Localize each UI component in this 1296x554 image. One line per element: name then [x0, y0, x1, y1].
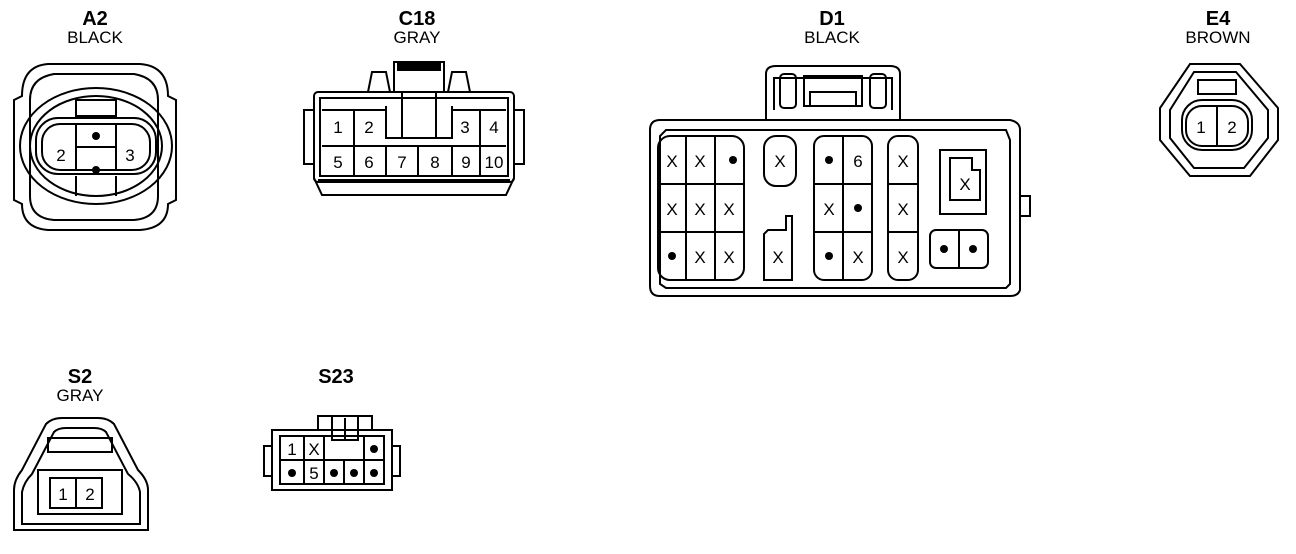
unused-mark: X	[897, 248, 908, 267]
pin-label: 3	[125, 146, 134, 165]
pin-dot	[350, 469, 358, 477]
pin-label: 6	[853, 152, 862, 171]
pin-dot	[288, 469, 296, 477]
pin-label: 1	[58, 485, 67, 504]
pin-label: 9	[461, 153, 470, 172]
connector-e4: 1 2	[1159, 63, 1279, 177]
pin-dot	[92, 132, 100, 140]
unused-mark: X	[897, 152, 908, 171]
pin-label: 3	[460, 118, 469, 137]
pin-label: 2	[56, 146, 65, 165]
pin-label: 7	[397, 153, 406, 172]
pin-label: 8	[430, 153, 439, 172]
unused-mark: X	[823, 200, 834, 219]
pin-dot	[825, 252, 833, 260]
pin-label: 1	[1196, 118, 1205, 137]
connector-d1: X X X X X X X X X X X X X X X 6	[649, 65, 1031, 297]
unused-mark: X	[852, 248, 863, 267]
pin-dot	[370, 445, 378, 453]
pin-label: 1	[287, 440, 296, 459]
unused-mark: X	[694, 200, 705, 219]
connector-color: GRAY	[56, 386, 104, 405]
pin-dot	[668, 252, 676, 260]
pin-label: 2	[1227, 118, 1236, 137]
pin-label: 2	[85, 485, 94, 504]
connector-c18: 1 2 3 4 5 6 7 8 9 10	[303, 61, 525, 196]
unused-mark: X	[308, 440, 319, 459]
unused-mark: X	[723, 248, 734, 267]
connector-code: E4	[1205, 8, 1231, 30]
connector-color: BLACK	[804, 28, 860, 47]
connector-s23: 1 X 5	[263, 415, 401, 491]
pin-label: 5	[333, 153, 342, 172]
pin-dot	[825, 156, 833, 164]
unused-mark: X	[897, 200, 908, 219]
unused-mark: X	[772, 248, 783, 267]
pin-label: 4	[489, 118, 498, 137]
connector-color: GRAY	[393, 28, 441, 47]
connector-code: D1	[819, 8, 845, 30]
connector-code: S2	[67, 366, 93, 388]
pin-dot	[969, 245, 977, 253]
pin-label: 2	[364, 118, 373, 137]
pin-label: 10	[485, 153, 504, 172]
connector-s2-label: S2 GRAY	[25, 367, 135, 404]
connector-color: BROWN	[1185, 28, 1251, 47]
connector-code: C18	[398, 8, 436, 30]
pin-dot	[92, 166, 100, 174]
connector-code: S23	[318, 366, 354, 388]
unused-mark: X	[774, 152, 785, 171]
pin-label: 1	[333, 118, 342, 137]
pin-dot	[330, 469, 338, 477]
unused-mark: X	[694, 152, 705, 171]
pin-label: 6	[364, 153, 373, 172]
unused-mark: X	[959, 175, 970, 194]
connector-c18-label: C18 GRAY	[362, 9, 472, 46]
pin-dot	[370, 469, 378, 477]
unused-mark: X	[666, 152, 677, 171]
connector-code: A2	[82, 8, 108, 30]
pin-dot	[940, 245, 948, 253]
connector-a2: 2 3	[13, 63, 177, 231]
connector-a2-label: A2 BLACK	[40, 9, 150, 46]
connector-s2: 1 2	[13, 417, 149, 531]
unused-mark: X	[694, 248, 705, 267]
pin-dot	[729, 156, 737, 164]
connector-d1-label: D1 BLACK	[777, 9, 887, 46]
unused-mark: X	[666, 200, 677, 219]
pin-label: 5	[309, 464, 318, 483]
connector-s23-label: S23	[281, 367, 391, 387]
pin-dot	[854, 204, 862, 212]
unused-mark: X	[723, 200, 734, 219]
connector-e4-label: E4 BROWN	[1163, 9, 1273, 46]
connector-color: BLACK	[67, 28, 123, 47]
